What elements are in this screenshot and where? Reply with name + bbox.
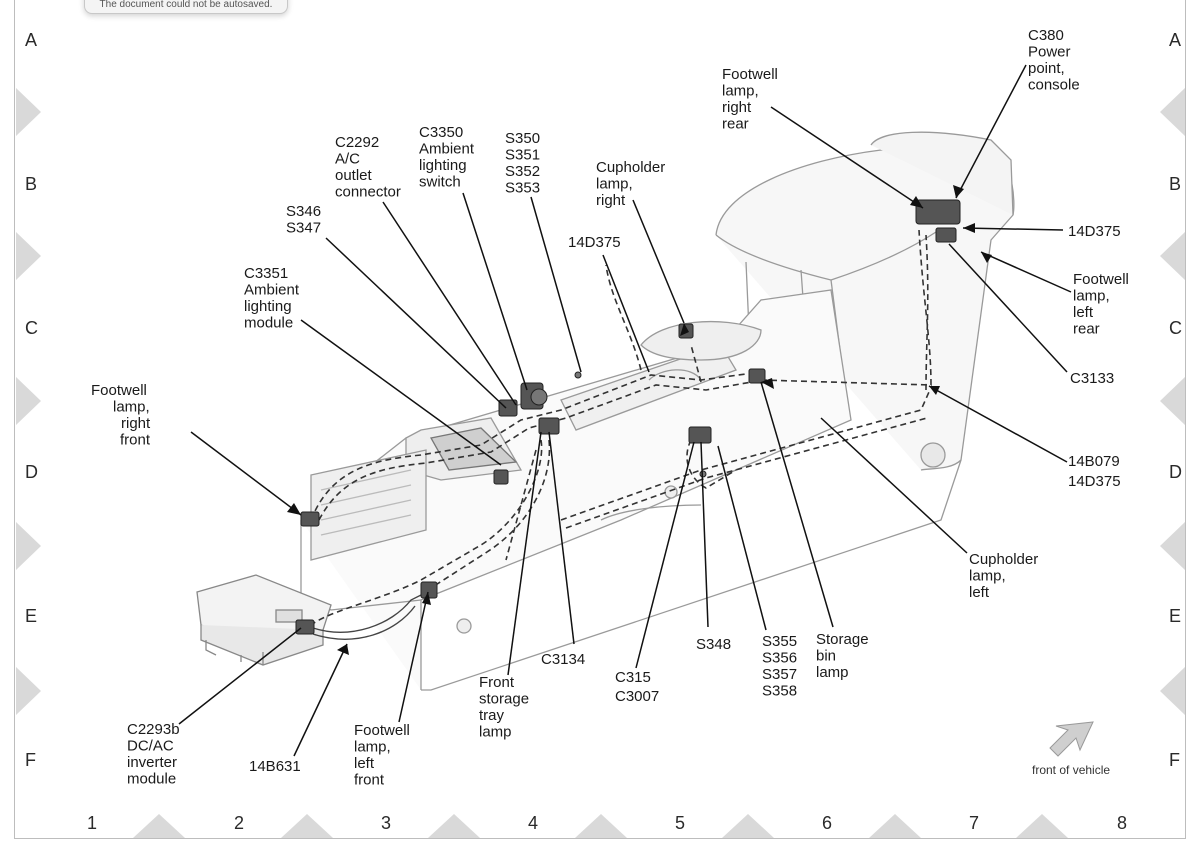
row-label-a: A	[25, 30, 37, 50]
leader-arrowheads	[287, 185, 992, 655]
label-s355-s358: S355 S356 S357 S358	[762, 633, 801, 700]
row-label-e: E	[25, 606, 37, 626]
front-of-vehicle-indicator: front of vehicle	[1032, 721, 1110, 777]
connectors	[295, 199, 961, 635]
label-14b079-14d375: 14B079 14D375	[1068, 453, 1124, 490]
row-label-a: A	[1169, 30, 1181, 50]
label-c3133: C3133	[1070, 370, 1114, 387]
label-footwell-lamp-left-front: Footwell lamp, left front	[354, 722, 414, 789]
label-c2292-ac-outlet-connector: C2292 A/C outlet connector	[335, 134, 401, 201]
label-s350-s353: S350 S351 S352 S353	[505, 130, 544, 197]
label-14b631: 14B631	[249, 758, 301, 775]
label-s346-s347: S346 S347	[286, 203, 325, 237]
column-labels: 1 2 3 4 5 6 7 8	[87, 813, 1127, 833]
row-label-e: E	[1169, 606, 1181, 626]
row-label-d: D	[1169, 462, 1182, 482]
label-front-storage-tray-lamp: Front storage tray lamp	[479, 674, 533, 741]
label-cupholder-lamp-right: Cupholder lamp, right	[596, 159, 669, 209]
diagram-sheet: A B C D E F A B C D E F 1 2 3 4 5 6 7 8	[14, 0, 1186, 839]
row-label-b: B	[1169, 174, 1181, 194]
harness-to-inverter	[312, 589, 432, 640]
column-label-2: 2	[234, 813, 244, 833]
row-label-f: F	[25, 750, 36, 770]
column-label-6: 6	[822, 813, 832, 833]
label-footwell-right-front: Footwell lamp, right front	[91, 382, 154, 449]
label-storage-bin-lamp: Storage bin lamp	[816, 631, 873, 681]
label-14d375-center: 14D375	[568, 234, 621, 251]
column-label-7: 7	[969, 813, 979, 833]
autosave-notification[interactable]: The document could not be autosaved.	[84, 0, 288, 14]
column-label-3: 3	[381, 813, 391, 833]
row-label-c: C	[1169, 318, 1182, 338]
autosave-notification-text: The document could not be autosaved.	[99, 0, 273, 10]
label-c3134: C3134	[541, 651, 585, 668]
label-footwell-lamp-left-rear: Footwell lamp, left rear	[1073, 271, 1133, 338]
border-markers	[16, 88, 1185, 838]
label-s348: S348	[696, 636, 731, 653]
label-cupholder-lamp-left: Cupholder lamp, left	[969, 551, 1042, 601]
label-c3350-ambient-lighting-switch: C3350 Ambient lighting switch	[419, 124, 478, 191]
column-label-5: 5	[675, 813, 685, 833]
column-label-4: 4	[528, 813, 538, 833]
front-of-vehicle-label: front of vehicle	[1032, 763, 1110, 777]
label-c3351-ambient-lighting-module: C3351 Ambient lighting module	[244, 265, 303, 332]
column-label-8: 8	[1117, 813, 1127, 833]
row-labels-right: A B C D E F	[1169, 30, 1182, 770]
label-c315-c3007: C315 C3007	[615, 669, 659, 705]
console-wiring-diagram: A B C D E F A B C D E F 1 2 3 4 5 6 7 8	[16, 27, 1185, 838]
component-labels: Footwell lamp, right front C3351 Ambient…	[91, 27, 1133, 789]
column-label-1: 1	[87, 813, 97, 833]
label-14d375-right: 14D375	[1068, 223, 1121, 240]
leader-lines	[178, 64, 1072, 757]
row-label-c: C	[25, 318, 38, 338]
row-label-b: B	[25, 174, 37, 194]
row-label-d: D	[25, 462, 38, 482]
row-labels-left: A B C D E F	[25, 30, 38, 770]
label-c380-power-point: C380 Power point, console	[1028, 27, 1080, 94]
label-c2293b-dcac-inverter-module: C2293b DC/AC inverter module	[127, 721, 184, 788]
front-direction-arrow-icon	[1049, 721, 1094, 757]
row-label-f: F	[1169, 750, 1180, 770]
label-footwell-lamp-right-rear: Footwell lamp, right rear	[722, 66, 782, 133]
